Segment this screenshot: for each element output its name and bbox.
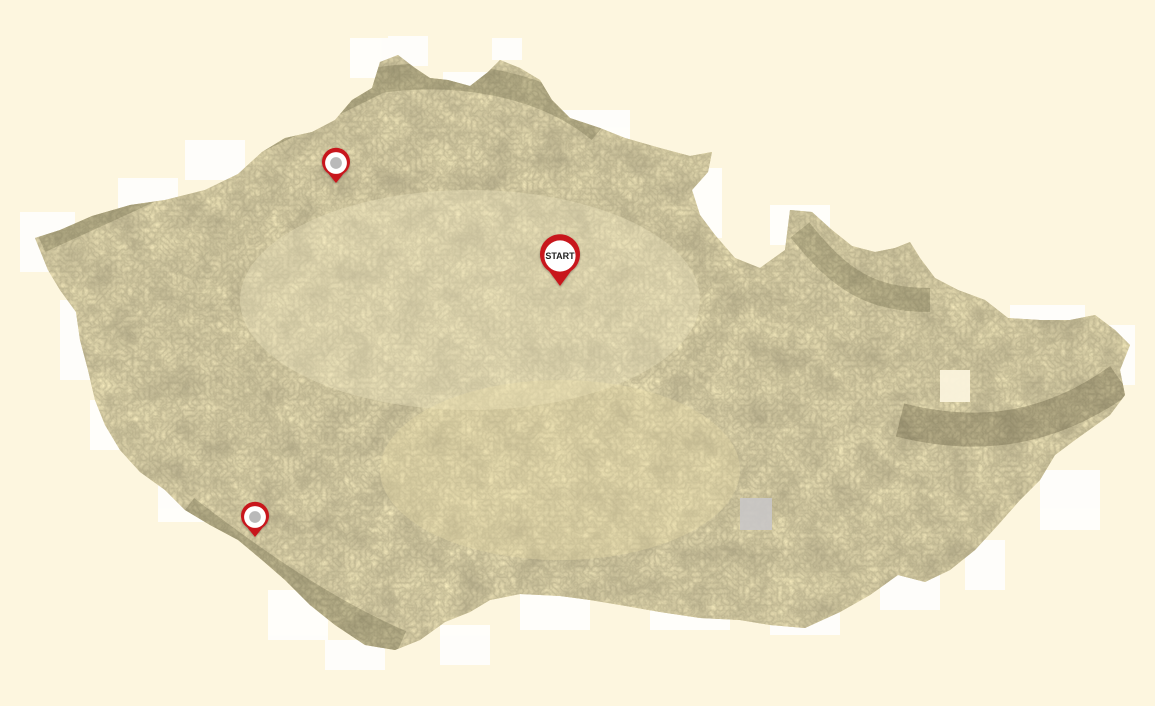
marker-pin-face: [544, 240, 576, 272]
marker-label: START: [545, 251, 575, 261]
marker-dot-icon: [330, 157, 342, 169]
map-pin-start-icon[interactable]: START: [540, 234, 580, 286]
map-pin-icon[interactable]: [321, 147, 350, 183]
map-markers: START: [241, 147, 580, 537]
marker-dot-icon: [249, 511, 261, 523]
map-pin-icon[interactable]: [241, 501, 269, 537]
